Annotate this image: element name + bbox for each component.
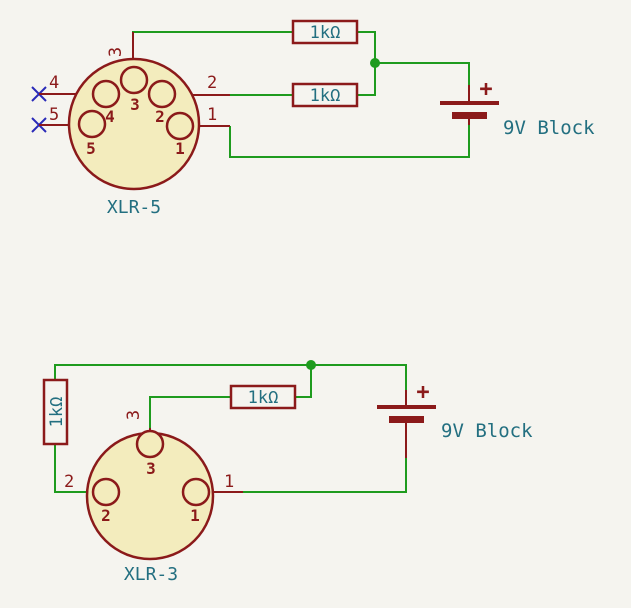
xlr5-sockets — [77, 65, 195, 141]
resistor-value: 1kΩ — [310, 23, 341, 43]
resistor-value: 1kΩ — [248, 388, 279, 408]
xlr3-resistor-2: 1kΩ — [229, 384, 297, 410]
wire-r-to-junction — [295, 365, 312, 398]
pin-number-4: 4 — [49, 73, 59, 93]
socket-2 — [147, 79, 177, 109]
xlr5-resistor-2: 1kΩ — [291, 82, 359, 108]
wire-r1-to-junction — [357, 31, 376, 63]
xlr3-wires — [54, 364, 407, 493]
xlr3-sockets — [91, 429, 211, 507]
xlr3-circuit: 3 2 1 3 2 1 XLR-3 1kΩ 1kΩ + 9V Block — [42, 360, 533, 585]
xlr5-battery: + 9V Block — [440, 77, 595, 139]
pin-number-5: 5 — [49, 105, 59, 125]
socket-3 — [119, 65, 149, 95]
socket-2 — [91, 477, 121, 507]
pin-number-2: 2 — [64, 472, 74, 492]
pin-number-3: 3 — [124, 410, 144, 420]
xlr3-name: XLR-3 — [124, 564, 178, 585]
xlr5-circuit: 3 2 1 4 5 3 2 1 4 5 XLR-5 1kΩ 1kΩ — [31, 19, 595, 218]
socket-label-1: 1 — [175, 139, 185, 158]
socket-label-3: 3 — [146, 459, 156, 478]
pin-number-1: 1 — [207, 105, 217, 125]
socket-5 — [77, 109, 107, 139]
wire-pin3-to-r1 — [132, 31, 293, 63]
junction-dot — [370, 58, 380, 68]
battery-polarity: + — [479, 77, 492, 102]
socket-label-2: 2 — [101, 506, 111, 525]
resistor-value: 1kΩ — [47, 397, 67, 428]
xlr5-name: XLR-5 — [107, 197, 161, 218]
resistor-value: 1kΩ — [310, 86, 341, 106]
battery-label: 9V Block — [503, 117, 595, 139]
battery-label: 9V Block — [441, 420, 533, 442]
wire-top-rail — [54, 364, 407, 390]
pin-number-3: 3 — [106, 47, 126, 57]
wire-r-to-pin2 — [54, 444, 86, 493]
wire-pin1-to-battery — [229, 125, 470, 158]
junction-dot — [306, 360, 316, 370]
socket-1 — [165, 111, 195, 141]
xlr5-resistor-1: 1kΩ — [291, 19, 359, 45]
pin-number-2: 2 — [207, 73, 217, 93]
socket-label-5: 5 — [86, 139, 96, 158]
socket-1 — [181, 477, 211, 507]
socket-label-2: 2 — [155, 107, 165, 126]
pin-number-1: 1 — [224, 472, 234, 492]
xlr3-resistor-1: 1kΩ — [42, 378, 69, 446]
socket-label-3: 3 — [130, 95, 140, 114]
battery-polarity: + — [416, 380, 429, 405]
wire-pin3-to-r — [149, 396, 231, 428]
wire-pin1-to-battery — [243, 458, 407, 493]
wire-junction-to-battery — [375, 62, 470, 85]
socket-label-4: 4 — [105, 107, 115, 126]
wire-junction-to-r2 — [357, 63, 376, 96]
socket-4 — [91, 79, 121, 109]
xlr3-battery: + 9V Block — [377, 380, 533, 458]
socket-3 — [135, 429, 165, 459]
socket-label-1: 1 — [190, 506, 200, 525]
